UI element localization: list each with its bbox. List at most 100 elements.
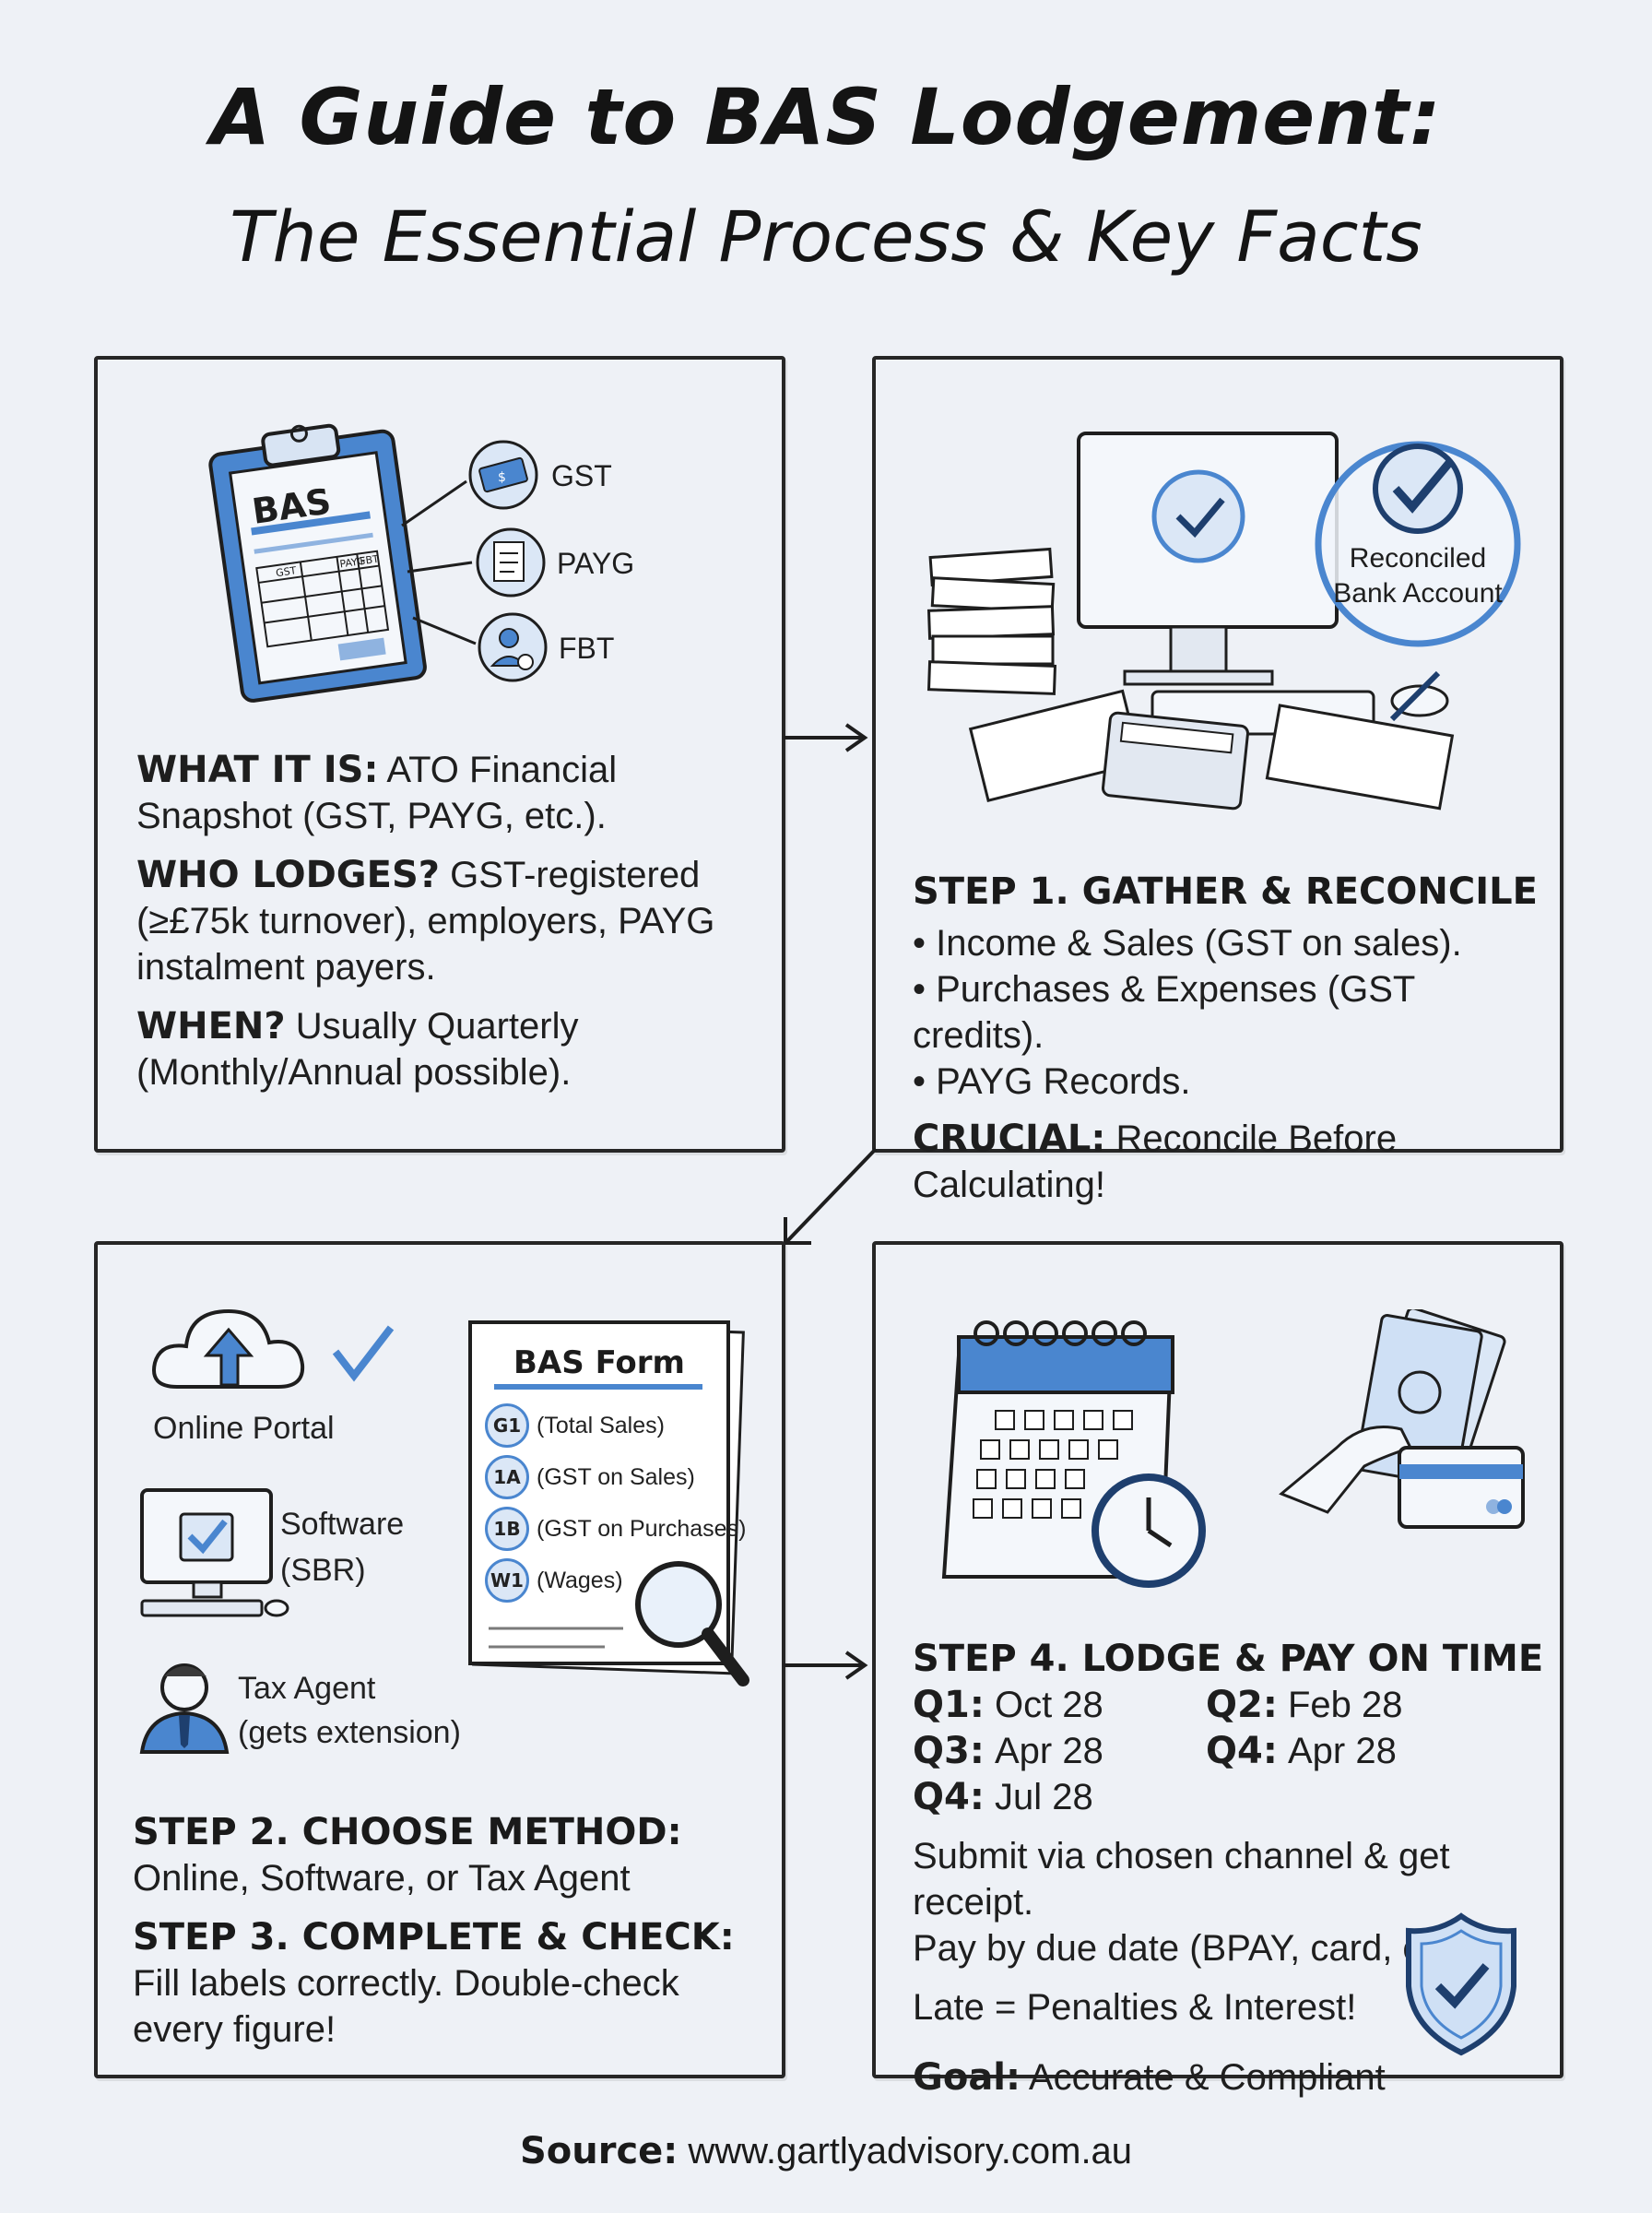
due-dates-row-1: Q1: Oct 28 Q2: Feb 28	[913, 1682, 1549, 1728]
method-agent-label: Tax Agent	[238, 1671, 376, 1706]
form-code-badge: 1B	[485, 1507, 529, 1551]
money-icon: $	[468, 440, 538, 510]
form-item-label: (GST on Sales)	[537, 1463, 695, 1490]
q4-label-2: Q4:	[913, 1776, 985, 1818]
clipboard-col-payg: PAYG	[339, 555, 366, 571]
method-software-sub: (SBR)	[280, 1553, 366, 1588]
q4-date: Apr 28	[1287, 1731, 1397, 1771]
crucial-note: CRUCIAL: Reconcile Before Calculating!	[913, 1116, 1540, 1208]
magnifier-icon	[635, 1561, 749, 1686]
panel4-text: STEP 4. LODGE & PAY ON TIME Q1: Oct 28 Q…	[913, 1636, 1549, 2101]
calendar-icon	[941, 1320, 1174, 1579]
who-text: GST-registered (≥£75k turnover), employe…	[136, 855, 715, 988]
step1-bullet: • PAYG Records.	[913, 1061, 1191, 1102]
computer-icon	[140, 1488, 289, 1617]
what-text: ATO Financial Snapshot (GST, PAYG, etc.)…	[136, 750, 618, 836]
page-title: A Guide to BAS Lodgement:	[210, 72, 1442, 162]
form-code-badge: 1A	[485, 1455, 529, 1499]
arrow-right-icon	[784, 1651, 868, 1680]
panel3-text: STEP 2. CHOOSE METHOD: Online, Software,…	[133, 1809, 760, 2053]
paper-stack-icon	[926, 547, 1057, 695]
form-item-g1: G1 (Total Sales)	[485, 1403, 665, 1448]
reconciled-check-icon	[1315, 441, 1521, 647]
when-label: WHEN?	[136, 1005, 286, 1047]
who-label: WHO LODGES?	[136, 854, 440, 896]
reconciled-label-2: Bank Account	[1333, 578, 1503, 609]
method-online-label: Online Portal	[153, 1411, 335, 1446]
submit-text: Submit via chosen channel & get receipt.	[913, 1836, 1450, 1923]
when-text: Usually Quarterly (Monthly/Annual possib…	[136, 1006, 579, 1093]
hand-icon	[1279, 1426, 1413, 1514]
source-label: Source:	[519, 2130, 678, 2172]
step1-heading: STEP 1. GATHER & RECONCILE	[913, 870, 1538, 913]
source-url[interactable]: www.gartlyadvisory.com.au	[688, 2131, 1133, 2172]
tax-agent-icon	[139, 1663, 230, 1754]
panel-step-1: Reconciled Bank Account STEP 1. GATHER &…	[872, 356, 1564, 1205]
step1-bullet: • Income & Sales (GST on sales).	[913, 923, 1462, 964]
what-it-is: WHAT IT IS: ATO Financial Snapshot (GST,…	[136, 747, 745, 839]
step2-text: Online, Software, or Tax Agent	[133, 1858, 631, 1899]
page-subtitle: The Essential Process & Key Facts	[230, 195, 1422, 278]
person-check-icon	[478, 612, 548, 682]
payment-illustration	[1279, 1309, 1525, 1529]
method-software-label: Software	[280, 1507, 405, 1542]
due-dates-row-3: Q4: Jul 28	[913, 1774, 1549, 1820]
step4-heading: STEP 4. LODGE & PAY ON TIME	[913, 1638, 1544, 1680]
q1-label: Q1:	[913, 1684, 985, 1726]
due-dates-row-2: Q3: Apr 28 Q4: Apr 28	[913, 1728, 1549, 1774]
desk-illustration: Reconciled Bank Account	[926, 432, 1521, 811]
form-code-badge: W1	[485, 1558, 529, 1603]
who-lodges: WHO LODGES? GST-registered (≥£75k turnov…	[136, 852, 745, 990]
clipboard-col-gst: GST	[275, 564, 297, 579]
panel-what-is-bas: BAS GST PAYG FBT $ GST PAYG	[94, 356, 785, 1153]
goal-note: Goal: Accurate & Compliant	[913, 2054, 1549, 2101]
arrow-right-icon	[784, 723, 868, 752]
icon-label-fbt: FBT	[559, 632, 614, 665]
bas-form-illustration	[468, 1320, 749, 1686]
q4-date-2: Jul 28	[994, 1777, 1093, 1817]
form-item-label: (Wages)	[537, 1567, 623, 1593]
cloud-upload-icon	[152, 1308, 395, 1389]
checklist-icon	[476, 527, 546, 598]
form-item-label: (Total Sales)	[537, 1412, 665, 1438]
method-agent-sub: (gets extension)	[238, 1715, 461, 1750]
step3-heading: STEP 3. COMPLETE & CHECK:	[133, 1916, 735, 1959]
what-label: WHAT IT IS:	[136, 749, 379, 791]
q3-label: Q3:	[913, 1730, 985, 1772]
q2-label: Q2:	[1206, 1684, 1278, 1726]
icon-label-gst: GST	[551, 459, 612, 492]
form-item-label: (GST on Purchases)	[537, 1515, 747, 1542]
form-item-w1: W1 (Wages)	[485, 1558, 623, 1603]
panel-step-2-3: Online Portal Software (SBR) Tax Agent (…	[94, 1241, 785, 2078]
clock-icon	[1092, 1473, 1206, 1588]
panel-step-4: STEP 4. LODGE & PAY ON TIME Q1: Oct 28 Q…	[872, 1241, 1564, 2099]
q3-date: Apr 28	[994, 1731, 1103, 1771]
crucial-label: CRUCIAL:	[913, 1118, 1106, 1160]
arrow-diagonal-icon	[784, 1147, 878, 1245]
credit-card-icon	[1398, 1446, 1525, 1529]
clipboard-col-fbt: FBT	[359, 553, 379, 568]
source-footer: Source: www.gartlyadvisory.com.au	[0, 2130, 1652, 2172]
shield-check-icon	[1406, 1912, 1516, 2056]
svg-text:$: $	[498, 470, 506, 485]
clipboard-illustration: BAS GST PAYG FBT $ GST PAYG	[208, 423, 634, 703]
when-lodge: WHEN? Usually Quarterly (Monthly/Annual …	[136, 1003, 745, 1095]
calendar-clock-illustration	[941, 1320, 1206, 1588]
step3-text: Fill labels correctly. Double-check ever…	[133, 1963, 679, 2050]
icon-label-payg: PAYG	[557, 547, 634, 580]
panel2-text: STEP 1. GATHER & RECONCILE • Income & Sa…	[913, 869, 1540, 1208]
form-item-1a: 1A (GST on Sales)	[485, 1455, 695, 1499]
calculator-icon	[1101, 711, 1250, 811]
form-item-1b: 1B (GST on Purchases)	[485, 1507, 746, 1551]
monitor-icon	[1077, 432, 1339, 686]
panel1-text: WHAT IT IS: ATO Financial Snapshot (GST,…	[136, 747, 745, 1108]
late-text: Late = Penalties & Interest!	[913, 1987, 1357, 2028]
crucial-text: Reconcile Before Calculating!	[913, 1118, 1398, 1205]
pay-text: Pay by due date (BPAY, card, etc.)	[913, 1928, 1475, 1969]
q2-date: Feb 28	[1287, 1685, 1403, 1725]
q4-label: Q4:	[1206, 1730, 1278, 1772]
bas-form-title: BAS Form	[513, 1344, 685, 1381]
step2-heading: STEP 2. CHOOSE METHOD:	[133, 1811, 682, 1853]
step1-bullet: • Purchases & Expenses (GST credits).	[913, 969, 1415, 1056]
goal-label: Goal:	[913, 2056, 1021, 2099]
